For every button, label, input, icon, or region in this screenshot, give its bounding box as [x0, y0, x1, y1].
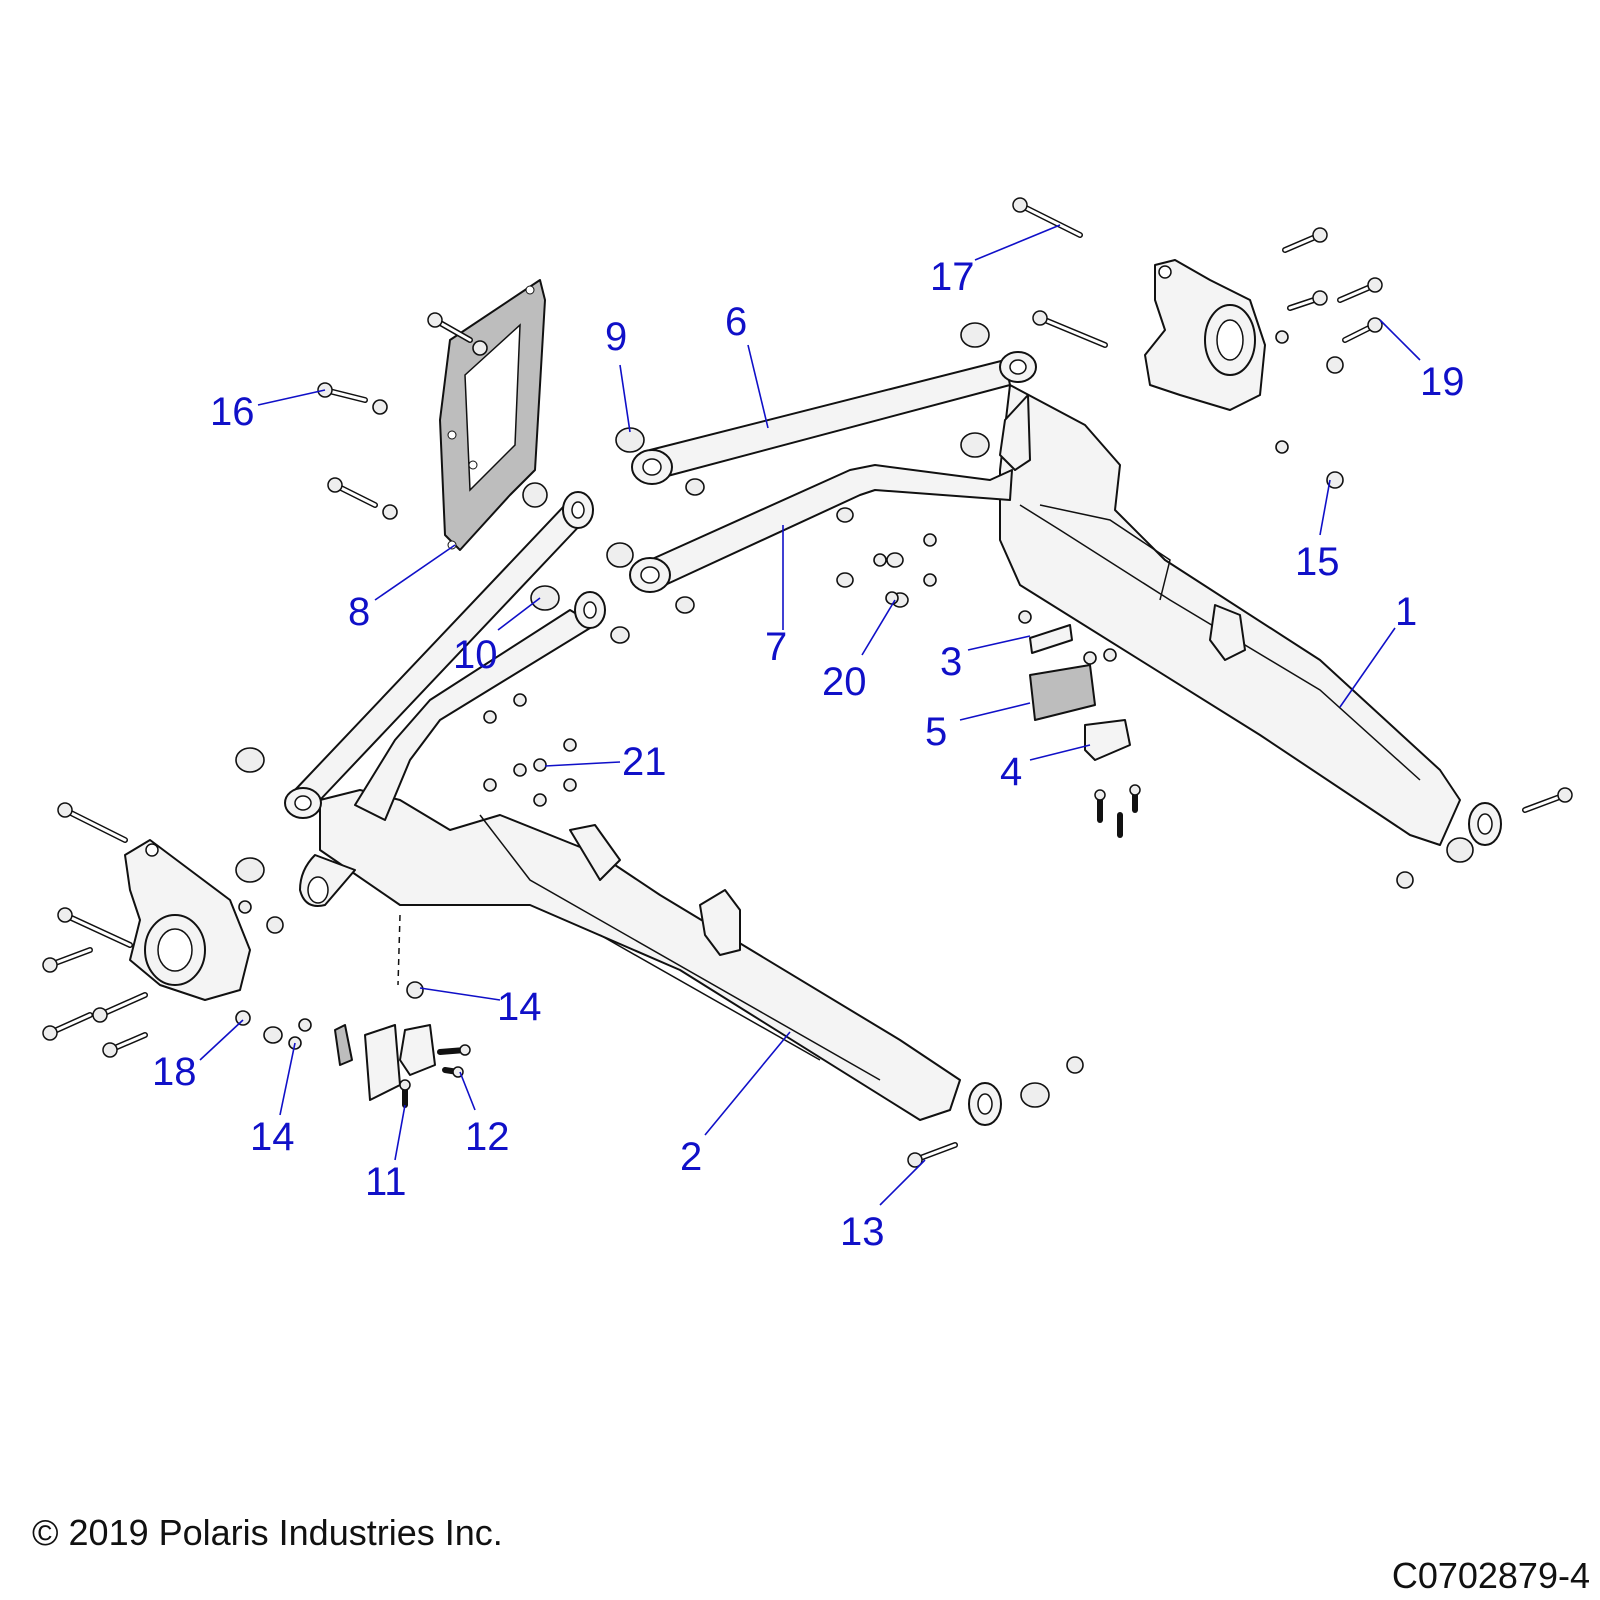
copyright-notice: © 2019 Polaris Industries Inc.: [32, 1512, 503, 1553]
callout-13: 13: [840, 1210, 885, 1254]
callout-4: 4: [1000, 750, 1022, 794]
part-7-a-arm: [629, 464, 1013, 593]
callout-18: 18: [152, 1050, 197, 1094]
part-5-skid-pad: [1029, 664, 1096, 721]
callout-12: 12: [465, 1115, 510, 1159]
callout-1: 1: [1395, 590, 1417, 634]
callout-2: 2: [680, 1135, 702, 1179]
callout-9: 9: [605, 315, 627, 359]
part-4-bracket: [1084, 719, 1131, 761]
left-knuckle: [124, 839, 251, 1001]
callouts: 1 2 3 4 5 6 7 8 9 10 11 12 13 14 14 15 1…: [152, 255, 1465, 1254]
callout-14b: 14: [250, 1115, 295, 1159]
callout-3: 3: [940, 640, 962, 684]
leader-lines: [199, 224, 1421, 1206]
part-1-right-trailing-arm: [999, 384, 1502, 846]
part-skid-left: [334, 1024, 436, 1101]
callout-8: 8: [348, 590, 370, 634]
part-2-left-trailing-arm: [299, 789, 1002, 1126]
callout-21: 21: [622, 740, 667, 784]
part-6-upper-link: [631, 351, 1037, 485]
right-knuckle: [1144, 259, 1266, 411]
drawing-number: C0702879-4: [1391, 1555, 1590, 1596]
callout-17: 17: [930, 255, 975, 299]
callout-15: 15: [1295, 540, 1340, 584]
callout-10: 10: [453, 633, 498, 677]
callout-5: 5: [925, 710, 947, 754]
callout-7: 7: [765, 625, 787, 669]
callout-20: 20: [822, 660, 867, 704]
callout-19: 19: [1420, 360, 1465, 404]
callout-16: 16: [210, 390, 255, 434]
callout-6: 6: [725, 300, 747, 344]
callout-11: 11: [365, 1160, 407, 1204]
callout-14a: 14: [497, 985, 542, 1029]
part-3-plate: [1029, 624, 1073, 654]
part-8-bracket: [439, 279, 546, 551]
left-upper-links: [284, 491, 606, 821]
